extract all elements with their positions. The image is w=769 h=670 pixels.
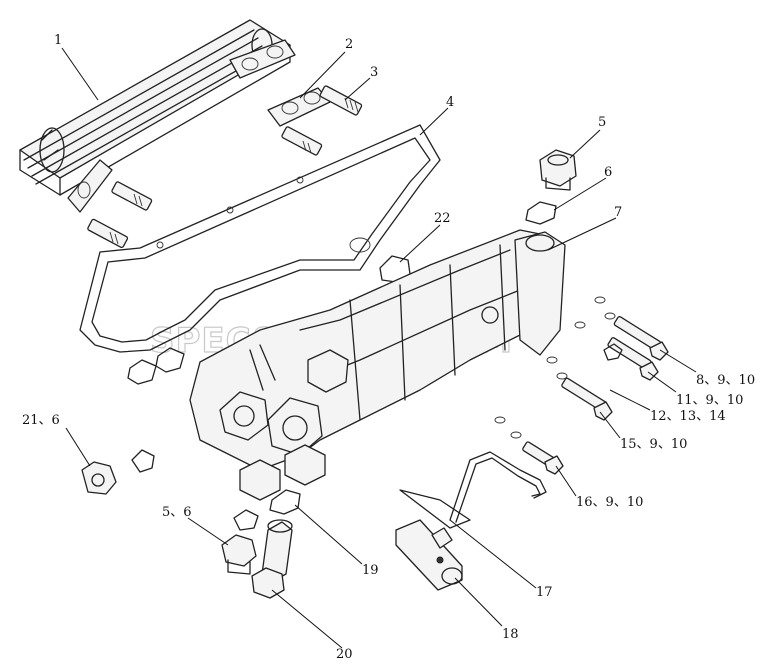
callout-7: 7 [614, 205, 622, 220]
callout-5: 5 [598, 115, 606, 130]
callout-labels: 1 2 3 4 5 6 7 8、9、10 11、9、10 12、13、14 15… [22, 33, 755, 662]
oil-cooler-core [19, 19, 291, 196]
callout-2: 2 [345, 37, 353, 52]
callout-8-9-10: 8、9、10 [696, 373, 755, 388]
callout-22: 22 [434, 211, 451, 226]
plug-5-bottom [221, 509, 259, 575]
callout-6: 6 [604, 165, 612, 180]
callout-17: 17 [536, 585, 553, 600]
callout-11-9-10: 11、9、10 [676, 393, 743, 408]
small-seals-left [127, 347, 185, 385]
pipe-17 [399, 451, 547, 529]
plug-5 [539, 149, 577, 191]
callout-5-6: 5、6 [162, 505, 192, 520]
callout-19: 19 [362, 563, 379, 578]
seal-19 [269, 489, 301, 515]
callout-12-13-14: 12、13、14 [650, 409, 726, 424]
callout-15-9-10: 15、9、10 [620, 437, 687, 452]
callout-18: 18 [502, 627, 519, 642]
studs [87, 85, 363, 249]
cover-gasket [79, 124, 441, 353]
plug-21 [81, 449, 155, 495]
fitting-20 [251, 519, 293, 599]
bolts [494, 296, 669, 475]
washer-6 [525, 201, 557, 225]
callout-21-6: 21、6 [22, 413, 60, 428]
main-housing [189, 229, 566, 501]
callout-3: 3 [370, 65, 378, 80]
cooler-gasket-lower [67, 159, 113, 213]
valve-18 [395, 519, 463, 591]
callout-16-9-10: 16、9、10 [576, 495, 643, 510]
leader-lines [61, 47, 697, 649]
cooler-gasket-upper [229, 39, 296, 79]
callout-20: 20 [336, 647, 353, 662]
callout-1: 1 [54, 33, 62, 48]
callout-4: 4 [446, 95, 454, 110]
